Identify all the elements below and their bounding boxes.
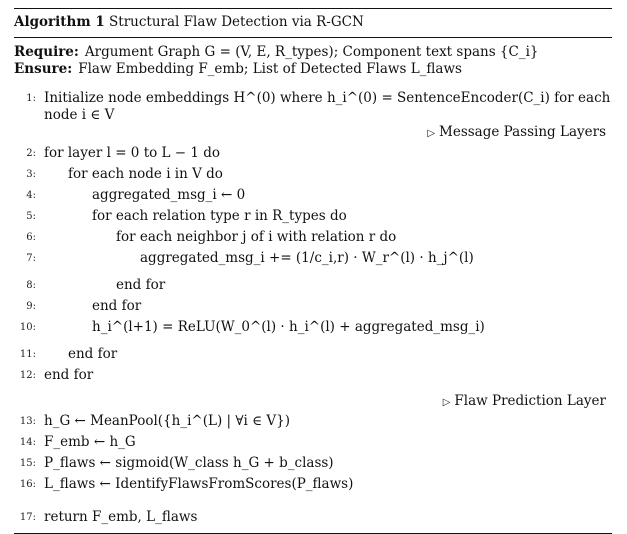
ensure-text: Flaw Embedding F_emb; List of Detected F… — [78, 61, 462, 77]
line-number: 5: — [26, 211, 36, 222]
line-8: 8: end for — [14, 277, 612, 295]
line-17: 17: return F_emb, L_flaws — [14, 509, 612, 527]
line-11: 11: end for — [14, 346, 612, 364]
line-text: aggregated_msg_i += (1/c_i,r) · W_r^(l) … — [140, 250, 474, 266]
line-5: 5: for each relation type r in R_types d… — [14, 208, 612, 226]
line-text: return F_emb, L_flaws — [44, 509, 198, 525]
line-13: 13: h_G ← MeanPool({h_i^(L) | ∀i ∈ V}) — [14, 413, 612, 431]
line-text: P_flaws ← sigmoid(W_class h_G + b_class) — [44, 455, 334, 471]
algorithm-title: Structural Flaw Detection via R-GCN — [109, 14, 364, 30]
require-keyword: Require: — [14, 44, 79, 60]
spacer — [14, 497, 612, 509]
line-text: end for — [44, 367, 94, 383]
line-text: h_i^(l+1) = ReLU(W_0^(l) · h_i^(l) + agg… — [92, 319, 485, 335]
pre-conditions: Require: Argument Graph G = (V, E, R_typ… — [14, 38, 612, 78]
top-rule — [14, 8, 612, 9]
line-number: 11: — [19, 349, 36, 360]
line-text: for layer l = 0 to L − 1 do — [44, 145, 221, 161]
line-number: 14: — [19, 437, 36, 448]
algorithm-lines: 1: Initialize node embeddings H^(0) wher… — [14, 90, 612, 527]
line-text: h_G ← MeanPool({h_i^(L) | ∀i ∈ V}) — [44, 413, 290, 429]
line-text: for each relation type r in R_types do — [92, 208, 347, 224]
line-text: Initialize node embeddings H^(0) where h… — [44, 90, 611, 140]
line-number: 17: — [19, 512, 36, 523]
comment-message-passing: ▷Message Passing Layers — [427, 124, 606, 140]
line-4: 4: aggregated_msg_i ← 0 — [14, 187, 612, 205]
line-15: 15: P_flaws ← sigmoid(W_class h_G + b_cl… — [14, 455, 612, 473]
line-text: L_flaws ← IdentifyFlawsFromScores(P_flaw… — [44, 476, 354, 492]
line-number: 7: — [26, 253, 36, 264]
line-9: 9: end for — [14, 298, 612, 316]
comment-triangle-icon: ▷ — [442, 397, 451, 408]
line-text: F_emb ← h_G — [44, 434, 136, 450]
line-10: 10: h_i^(l+1) = ReLU(W_0^(l) · h_i^(l) +… — [14, 319, 612, 343]
line-number: 1: — [26, 93, 36, 104]
line-number: 3: — [26, 169, 36, 180]
require-text: Argument Graph G = (V, E, R_types); Comp… — [84, 44, 539, 60]
line-1: 1: Initialize node embeddings H^(0) wher… — [14, 90, 612, 142]
line-text: end for — [116, 277, 166, 293]
line-number: 12: — [19, 370, 36, 381]
line-number: 15: — [19, 458, 36, 469]
line-text: end for — [92, 298, 142, 314]
ensure-keyword: Ensure: — [14, 61, 73, 77]
ensure-row: Ensure: Flaw Embedding F_emb; List of De… — [14, 61, 612, 78]
line-text: end for — [68, 346, 118, 362]
algorithm-box: Algorithm 1 Structural Flaw Detection vi… — [14, 8, 612, 534]
algorithm-label: Algorithm 1 — [14, 14, 105, 30]
line-number: 6: — [26, 232, 36, 243]
line-6: 6: for each neighbor j of i with relatio… — [14, 229, 612, 247]
line-16: 16: L_flaws ← IdentifyFlawsFromScores(P_… — [14, 476, 612, 494]
line-number: 4: — [26, 190, 36, 201]
line-text: aggregated_msg_i ← 0 — [92, 187, 246, 203]
comment-flaw-prediction: ▷Flaw Prediction Layer — [442, 393, 606, 409]
line-7: 7: aggregated_msg_i += (1/c_i,r) · W_r^(… — [14, 250, 612, 274]
line-number: 16: — [19, 479, 36, 490]
line-number: 13: — [19, 416, 36, 427]
line-12: 12: end for — [14, 367, 612, 385]
line-14: 14: F_emb ← h_G — [14, 434, 612, 452]
line-number: 2: — [26, 148, 36, 159]
comment-triangle-icon: ▷ — [427, 128, 436, 139]
line-number: 9: — [26, 301, 36, 312]
line-text: for each node i in V do — [68, 166, 223, 182]
line-number: 10: — [19, 322, 36, 333]
header-rule — [14, 37, 612, 38]
line-number: 8: — [26, 280, 36, 291]
line-3: 3: for each node i in V do — [14, 166, 612, 184]
line-text: for each neighbor j of i with relation r… — [116, 229, 397, 245]
algorithm-header: Algorithm 1 Structural Flaw Detection vi… — [14, 9, 612, 37]
line-2: 2: for layer l = 0 to L − 1 do — [14, 145, 612, 163]
require-row: Require: Argument Graph G = (V, E, R_typ… — [14, 44, 612, 61]
